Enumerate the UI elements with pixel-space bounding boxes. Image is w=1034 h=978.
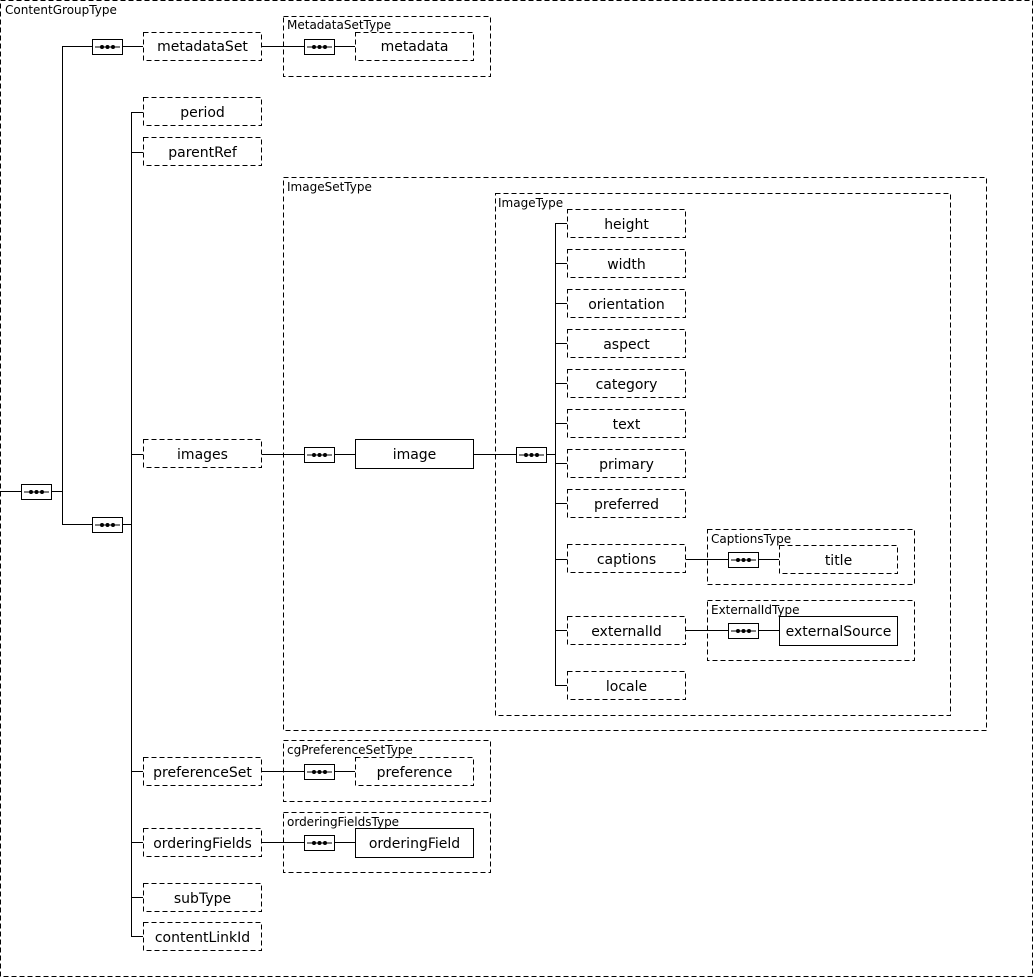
element-height[interactable]: height bbox=[567, 209, 686, 238]
element-locale[interactable]: locale bbox=[567, 671, 686, 700]
element-orderingfields[interactable]: orderingFields bbox=[143, 828, 262, 857]
captions-type-label: CaptionsType bbox=[711, 532, 791, 546]
sequence-icon bbox=[92, 39, 123, 55]
element-image[interactable]: image bbox=[355, 439, 474, 469]
preference-set-type-label: cgPreferenceSetType bbox=[287, 743, 413, 757]
element-preference-label: preference bbox=[377, 765, 453, 781]
element-orderingfield-label: orderingField bbox=[369, 836, 460, 852]
sequence-icon bbox=[21, 484, 52, 500]
element-text-label: text bbox=[613, 417, 641, 433]
element-metadataset[interactable]: metadataSet bbox=[143, 32, 262, 61]
element-title-label: title bbox=[825, 553, 852, 569]
element-metadata-label: metadata bbox=[381, 39, 449, 55]
element-metadataset-label: metadataSet bbox=[157, 39, 248, 55]
element-primary[interactable]: primary bbox=[567, 449, 686, 478]
sequence-icon bbox=[304, 764, 335, 780]
element-aspect[interactable]: aspect bbox=[567, 329, 686, 358]
element-contentlinkid-label: contentLinkId bbox=[155, 930, 250, 946]
element-captions-label: captions bbox=[597, 552, 656, 568]
captions-type-container: CaptionsType bbox=[707, 529, 915, 585]
element-text[interactable]: text bbox=[567, 409, 686, 438]
sequence-icon bbox=[304, 39, 335, 55]
image-set-type-label: ImageSetType bbox=[287, 180, 372, 194]
metadata-set-type-label: MetadataSetType bbox=[287, 18, 391, 32]
connector-lines bbox=[0, 46, 779, 937]
element-period[interactable]: period bbox=[143, 97, 262, 126]
element-contentlinkid[interactable]: contentLinkId bbox=[143, 922, 262, 951]
sequence-icon bbox=[728, 552, 759, 568]
element-captions[interactable]: captions bbox=[567, 544, 686, 573]
element-orderingfields-label: orderingFields bbox=[153, 836, 252, 852]
element-orderingfield[interactable]: orderingField bbox=[355, 828, 474, 858]
element-images-label: images bbox=[177, 447, 228, 463]
element-title[interactable]: title bbox=[779, 545, 898, 574]
element-preferred[interactable]: preferred bbox=[567, 489, 686, 518]
element-primary-label: primary bbox=[599, 457, 654, 473]
element-parentref[interactable]: parentRef bbox=[143, 137, 262, 166]
element-images[interactable]: images bbox=[143, 439, 262, 468]
sequence-icon bbox=[728, 623, 759, 639]
element-preferred-label: preferred bbox=[594, 497, 659, 513]
element-subtype[interactable]: subType bbox=[143, 883, 262, 912]
element-width-label: width bbox=[607, 257, 646, 273]
sequence-icon bbox=[304, 447, 335, 463]
element-parentref-label: parentRef bbox=[168, 145, 238, 161]
element-preferenceset[interactable]: preferenceSet bbox=[143, 757, 262, 786]
element-category-label: category bbox=[596, 377, 658, 393]
content-group-type-label: ContentGroupType bbox=[5, 3, 117, 17]
element-locale-label: locale bbox=[606, 679, 647, 695]
element-preferenceset-label: preferenceSet bbox=[153, 765, 252, 781]
ordering-fields-type-label: orderingFieldsType bbox=[287, 815, 399, 829]
sequence-icon bbox=[92, 517, 123, 533]
element-preference[interactable]: preference bbox=[355, 757, 474, 786]
element-category[interactable]: category bbox=[567, 369, 686, 398]
element-externalid-label: externalId bbox=[591, 624, 662, 640]
element-externalsource-label: externalSource bbox=[786, 624, 892, 640]
element-period-label: period bbox=[180, 105, 225, 121]
element-orientation[interactable]: orientation bbox=[567, 289, 686, 318]
element-subtype-label: subType bbox=[174, 891, 231, 907]
element-metadata[interactable]: metadata bbox=[355, 32, 474, 61]
element-externalsource[interactable]: externalSource bbox=[779, 616, 898, 646]
element-width[interactable]: width bbox=[567, 249, 686, 278]
element-aspect-label: aspect bbox=[603, 337, 650, 353]
sequence-icon bbox=[516, 447, 547, 463]
element-externalid[interactable]: externalId bbox=[567, 616, 686, 645]
image-type-label: ImageType bbox=[498, 196, 563, 210]
element-orientation-label: orientation bbox=[588, 297, 665, 313]
element-height-label: height bbox=[604, 217, 649, 233]
element-image-label: image bbox=[393, 447, 437, 463]
sequence-icon bbox=[304, 835, 335, 851]
external-id-type-label: ExternalIdType bbox=[711, 603, 800, 617]
